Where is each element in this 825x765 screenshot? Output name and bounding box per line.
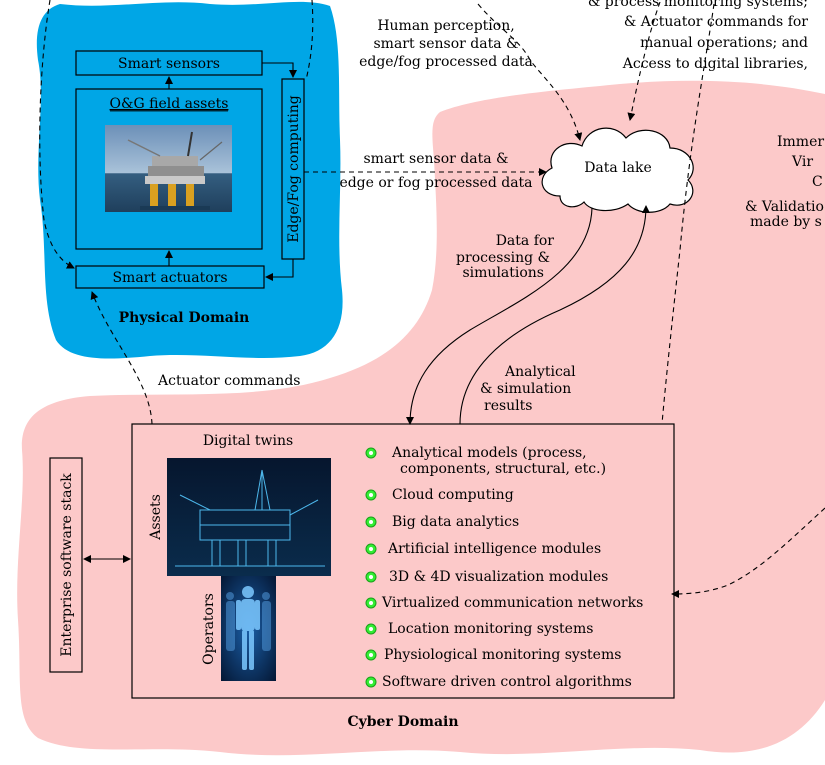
annotation-line: edge/fog processed data bbox=[359, 54, 533, 70]
results-annotation-line: Analytical bbox=[504, 364, 576, 380]
edge-top-dashed-line bbox=[305, 0, 314, 81]
capability-text: Physiological monitoring systems bbox=[384, 647, 621, 663]
cyber-domain-region bbox=[17, 80, 825, 756]
annotation-line: & Validatio bbox=[745, 199, 824, 215]
operators-label: Operators bbox=[201, 593, 217, 665]
capability-item: Software driven control algorithms bbox=[365, 674, 632, 690]
digital-twins-label: Digital twins bbox=[203, 433, 293, 449]
capability-text: Virtualized communication networks bbox=[381, 595, 643, 611]
sensors-to-edge-arrow bbox=[262, 62, 297, 78]
processing-annotation-line: processing & bbox=[456, 250, 550, 266]
smart-sensors-label: Smart sensors bbox=[118, 56, 220, 72]
smart-actuators-label: Smart actuators bbox=[112, 270, 227, 286]
results-annotation-line: & simulation bbox=[480, 381, 571, 397]
top-right-arrow bbox=[627, 1, 661, 121]
cyber-domain-title: Cyber Domain bbox=[347, 714, 458, 730]
annotation-line: & Actuator commands for bbox=[624, 14, 808, 30]
capability-item: Location monitoring systems bbox=[365, 621, 593, 637]
capability-text: Artificial intelligence modules bbox=[387, 541, 601, 557]
capabilities-list: Analytical models (process, components, … bbox=[365, 445, 643, 690]
results-annotation-line: results bbox=[484, 398, 532, 414]
annotation-line: Human perception, bbox=[377, 18, 514, 34]
cyber-main-box bbox=[131, 423, 675, 699]
annotation-line: Access to digital libraries, bbox=[622, 56, 808, 72]
annotation-line: smart sensor data & bbox=[373, 36, 518, 52]
annotation-line: & process monitoring systems; bbox=[588, 0, 808, 10]
edge-fog-label: Edge/Fog computing bbox=[286, 95, 302, 243]
processing-annotation-line: Data for bbox=[496, 233, 555, 249]
right-dashed-line bbox=[661, 3, 715, 425]
capability-item: 3D & 4D visualization modules bbox=[365, 569, 608, 585]
data-for-processing-arrow bbox=[406, 207, 593, 425]
human-perception-arrow bbox=[477, 3, 583, 141]
capability-text: Software driven control algorithms bbox=[382, 674, 632, 690]
capability-text: Analytical models (process, bbox=[391, 445, 587, 461]
capability-text: Location monitoring systems bbox=[388, 621, 593, 637]
middle-annotation-line: smart sensor data & bbox=[363, 151, 508, 167]
actuator-commands-arrow bbox=[90, 291, 153, 425]
oil-rig-photo bbox=[105, 125, 232, 212]
right-cut-annotation: Immer Vir C & Validatio made by s bbox=[745, 134, 824, 230]
capability-item: Physiological monitoring systems bbox=[365, 647, 621, 663]
data-lake-label: Data lake bbox=[584, 160, 652, 176]
physical-domain-title: Physical Domain bbox=[119, 310, 250, 326]
capability-text: Big data analytics bbox=[392, 514, 519, 530]
annotation-line: C bbox=[812, 174, 823, 190]
capability-item: Cloud computing bbox=[365, 487, 514, 503]
capability-text: 3D & 4D visualization modules bbox=[389, 569, 608, 585]
digital-twin-operators-image bbox=[221, 576, 276, 681]
actuator-commands-label: Actuator commands bbox=[157, 373, 300, 389]
processing-annotation-line: simulations bbox=[462, 265, 544, 281]
annotation-line: manual operations; and bbox=[640, 35, 808, 51]
top-left-annotation: Human perception, smart sensor data & ed… bbox=[359, 18, 533, 70]
capability-item: Virtualized communication networks bbox=[365, 595, 643, 611]
middle-annotation-line: edge or fog processed data bbox=[339, 175, 532, 191]
annotation-line: made by s bbox=[750, 214, 822, 230]
capability-item: Big data analytics bbox=[365, 514, 519, 530]
enterprise-stack-label: Enterprise software stack bbox=[59, 473, 75, 657]
annotation-line: Vir bbox=[791, 154, 813, 170]
data-lake-cloud bbox=[541, 127, 694, 213]
annotation-line: Immer bbox=[777, 134, 824, 150]
capability-text: Cloud computing bbox=[392, 487, 514, 503]
enterprise-stack-box bbox=[49, 457, 83, 673]
capability-text: components, structural, etc.) bbox=[400, 461, 606, 477]
analytical-results-arrow bbox=[459, 205, 650, 425]
smart-actuators-box bbox=[75, 265, 265, 289]
edge-to-actuators-arrow bbox=[265, 259, 294, 281]
assets-label: Assets bbox=[148, 494, 164, 541]
left-dashed-arrow bbox=[39, 0, 75, 269]
top-right-annotation: & process monitoring systems; & Actuator… bbox=[588, 0, 808, 72]
capability-item: Artificial intelligence modules bbox=[365, 541, 601, 557]
field-assets-label: O&G field assets bbox=[110, 96, 229, 112]
digital-twin-asset-image bbox=[167, 458, 331, 576]
capability-item: Analytical models (process, components, … bbox=[365, 445, 606, 477]
